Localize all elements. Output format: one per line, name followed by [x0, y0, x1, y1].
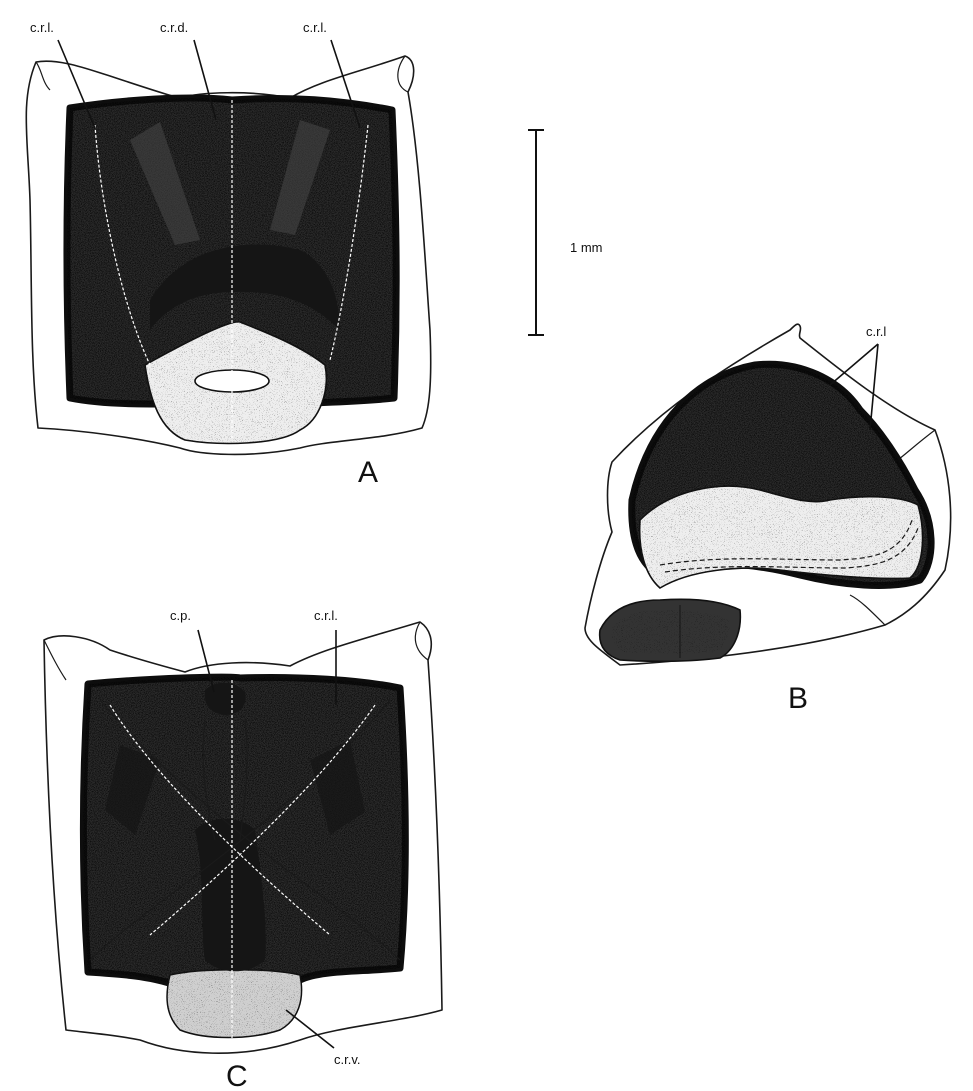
panel-c-letter: C [226, 1060, 248, 1091]
scale-bar-label: 1 mm [570, 240, 603, 255]
panel-c-label-cp: c.p. [170, 608, 191, 623]
panel-b-letter: B [788, 682, 808, 715]
panel-a [26, 56, 430, 454]
panel-c-label-crv: c.r.v. [334, 1052, 360, 1067]
panel-c [44, 622, 442, 1053]
panel-c-label-crl: c.r.l. [314, 608, 338, 623]
panel-a-label-crl-right: c.r.l. [303, 20, 327, 35]
panel-b-label-crl: c.r.l [866, 324, 886, 339]
panel-a-letter: A [358, 456, 378, 489]
scale-bar: 1 mm [528, 130, 603, 335]
panel-b [585, 324, 951, 665]
panel-a-label-crd: c.r.d. [160, 20, 188, 35]
panel-a-label-crl-left: c.r.l. [30, 20, 54, 35]
